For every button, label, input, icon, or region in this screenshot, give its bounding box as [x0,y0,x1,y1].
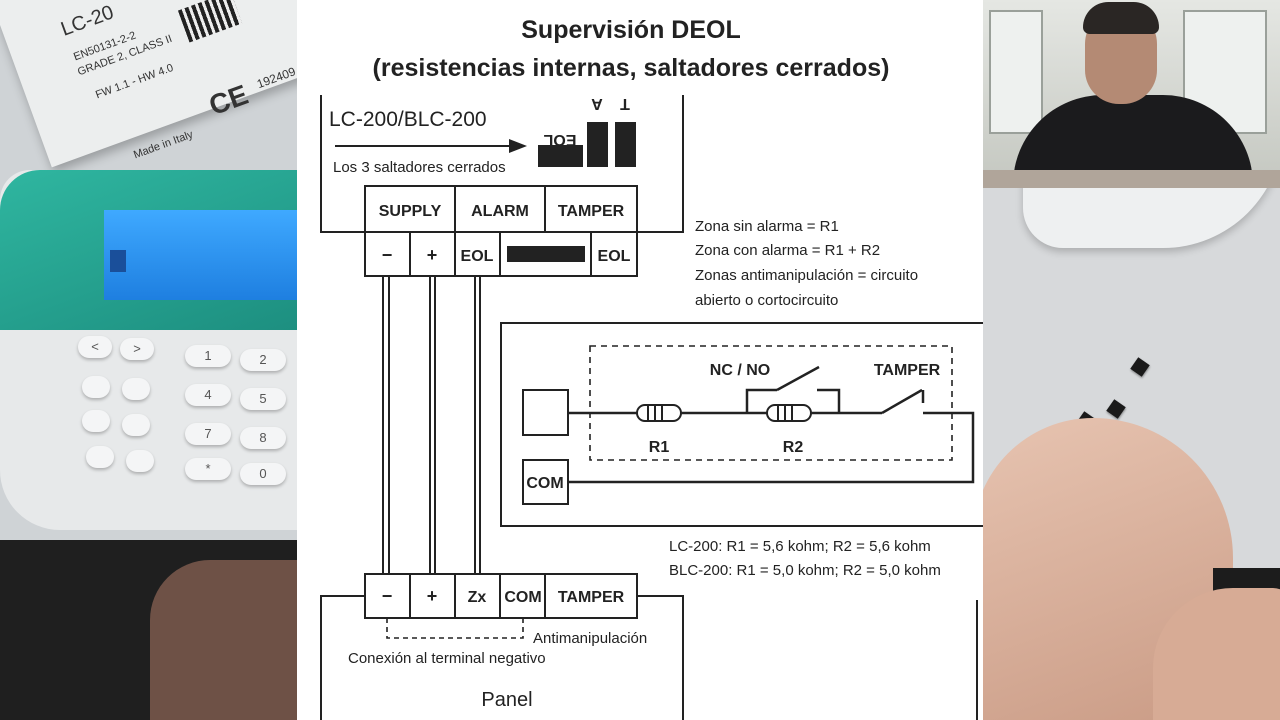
negative-connection-note: Conexión al terminal negativo [348,650,546,667]
jumper-eol [538,145,583,167]
room-window [989,10,1043,134]
tamper-switch-icon [881,388,923,415]
jumper-a-label: A [591,95,603,112]
legend-line-2: Zona con alarma = R1 + R2 [695,242,880,259]
right-photo-panel [983,188,1280,720]
panel-terminal-com: COM [504,589,541,606]
nc-no-contact [745,388,777,413]
detector-model-label: LC-200/BLC-200 [329,108,487,131]
detector-header-block [364,185,638,233]
diagram-svg: Supervisión DEOL (resistencias internas,… [320,16,983,720]
diagram-subtitle: (resistencias internas, saltadores cerra… [373,54,890,82]
keypad-key-8: 8 [240,427,286,449]
product-box [0,0,297,168]
jumper-t-label: T [620,95,630,112]
jumpers-note: Los 3 saltadores cerrados [333,159,506,176]
panel-outline [637,595,684,720]
legend-line-4: abierto o cortocircuito [695,292,838,309]
nc-no-label: NC / NO [710,362,770,379]
legend-line-1: Zona sin alarma = R1 [695,218,839,235]
circuit-dashed-area [589,345,953,461]
left-photo-panel: LC-20 EN50131-2-2 GRADE 2, CLASS II FW 1… [0,0,297,720]
panel-terminal-zx: Zx [468,589,487,606]
panel-outline [320,595,365,720]
keypad-function-key [122,414,150,436]
supply-header: SUPPLY [379,203,442,220]
negative-link-dashed [386,618,524,639]
panel-terminal-negative: − [382,586,393,606]
door-icon [110,250,126,272]
terminal-negative: − [382,245,393,265]
arrow-head-icon [509,139,527,153]
antimanipulacion-label: Antimanipulación [533,630,647,647]
diagram-title: Supervisión DEOL [521,16,740,44]
panel-terminal-positive: + [427,586,438,606]
hand [150,560,297,720]
panel-label: Panel [481,689,532,711]
keypad-function-key [86,446,114,468]
detector-case [1023,188,1280,248]
r1-label: R1 [649,439,670,456]
keypad-key-7: 7 [185,423,231,445]
legend-line-3: Zonas antimanipulación = circuito [695,267,918,284]
terminal-positive: + [427,245,438,265]
jumper-a [587,122,608,167]
presenter-hair [1083,2,1159,34]
keypad-key-2: 2 [240,349,286,371]
desk [983,170,1280,188]
jumper-eol-label: EOL [543,131,576,148]
jumper-piece [1106,399,1126,419]
webcam-feed [983,0,1280,188]
r2-label: R2 [783,439,804,456]
jumper-t [615,122,636,167]
circuit-box [500,322,983,527]
tamper-header: TAMPER [558,203,625,220]
wiring-diagram: Supervisión DEOL (resistencias internas,… [297,0,983,720]
detector-housing-outline [637,95,684,233]
resistor-r1-icon [636,404,682,422]
jumper-piece [1130,357,1150,377]
com-label: COM [526,475,563,492]
nc-no-contact [817,388,841,413]
keypad-function-key [122,378,150,400]
keypad-key-left: < [78,336,112,358]
tamper-switch-label: TAMPER [874,362,941,379]
keypad-function-key [126,450,154,472]
com-terminal [522,459,569,505]
keypad-function-key [82,376,110,398]
keypad-key-right: > [120,338,154,360]
alarm-header: ALARM [471,203,529,220]
circuit-wire [568,411,975,484]
blc200-values: BLC-200: R1 = 5,0 kohm; R2 = 5,0 kohm [669,562,941,579]
keypad-key-4: 4 [185,384,231,406]
lc200-values: LC-200: R1 = 5,6 kohm; R2 = 5,6 kohm [669,538,931,555]
keypad-lcd [104,210,297,300]
keypad-function-key [82,410,110,432]
resistor-r2-icon [766,404,812,422]
terminal-eol-tamper: EOL [598,248,631,265]
panel-terminal-tamper: TAMPER [558,589,625,606]
terminal-eol: EOL [461,248,494,265]
tamper-jumper-bar [507,246,585,262]
keypad-key-5: 5 [240,388,286,410]
detector-housing-outline [320,95,365,233]
keypad-key-1: 1 [185,345,231,367]
keypad-key-0: 0 [240,463,286,485]
keypad-key-star: * [185,458,231,480]
circuit-terminal [522,389,569,436]
nc-no-switch-icon [776,365,820,392]
